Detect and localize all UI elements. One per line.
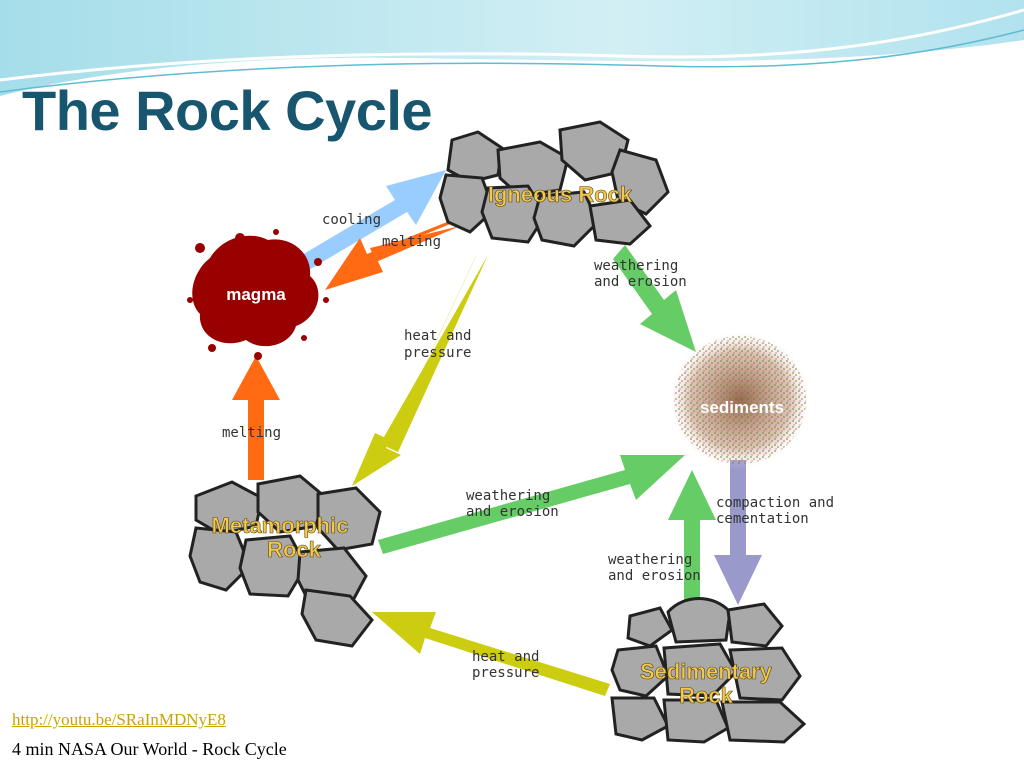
compaction-arrow <box>714 460 762 605</box>
weathering-arrow-sedimentary <box>668 470 716 600</box>
igneous-rock-node <box>438 120 670 248</box>
label-weathering-mid-2: and erosion <box>466 504 559 520</box>
label-weathering-top-1: weathering <box>594 258 678 274</box>
label-compaction-1: compaction and <box>716 495 834 511</box>
page-title: The Rock Cycle <box>22 79 433 142</box>
label-heat-top-1: heat and <box>404 328 471 344</box>
metamorphic-rock-node <box>188 474 382 648</box>
heat-pressure-arrow-bottom <box>372 612 610 696</box>
label-heat-bot-1: heat and <box>472 649 539 665</box>
melting-arrow-left <box>232 356 280 480</box>
label-weathering-bot-1: weathering <box>608 552 692 568</box>
cooling-arrow <box>290 170 446 274</box>
magma-node <box>187 229 329 360</box>
sedimentary-rock-label-line2: Rock <box>679 683 734 708</box>
sediments-label: sediments <box>700 398 784 417</box>
label-heat-top-2: pressure <box>404 345 471 361</box>
label-weathering-mid-1: weathering <box>466 488 550 504</box>
metamorphic-rock-label-line1: Metamorphic <box>212 513 349 538</box>
weathering-arrow-metamorphic <box>378 455 685 554</box>
video-link[interactable]: http://youtu.be/SRaInMDNyE8 <box>12 710 226 729</box>
label-weathering-top-2: and erosion <box>594 274 687 290</box>
label-weathering-bot-2: and erosion <box>608 568 701 584</box>
header-wave-decoration <box>0 0 1024 96</box>
label-compaction-2: cementation <box>716 511 809 527</box>
metamorphic-rock-label-line2: Rock <box>267 537 322 562</box>
label-melting-left: melting <box>222 425 281 441</box>
magma-label: magma <box>226 285 286 304</box>
video-caption: 4 min NASA Our World - Rock Cycle <box>12 739 287 759</box>
melting-arrow-top <box>325 222 460 290</box>
label-melting-top: melting <box>382 234 441 250</box>
label-heat-bot-2: pressure <box>472 665 539 681</box>
label-cooling: cooling <box>322 212 381 228</box>
weathering-arrow-igneous <box>613 245 696 352</box>
sedimentary-rock-label-line1: Sedimentary <box>640 659 773 684</box>
heat-pressure-arrow-top <box>352 252 488 486</box>
sediments-node <box>668 330 812 470</box>
igneous-rock-label: Igneous Rock <box>488 182 633 207</box>
sedimentary-rock-node <box>610 597 807 744</box>
